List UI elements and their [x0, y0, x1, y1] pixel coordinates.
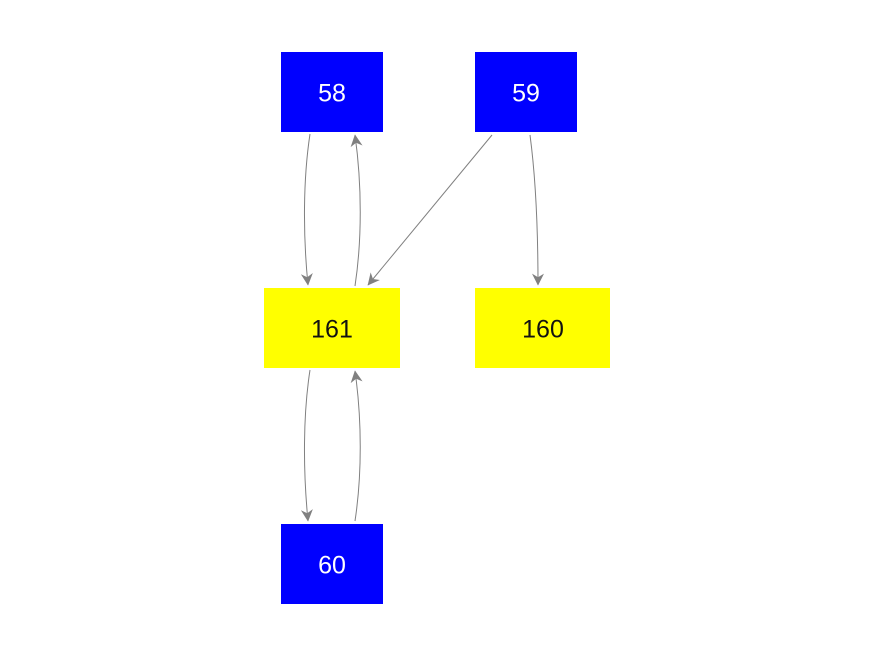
edge-161-to-60 [300, 369, 313, 522]
node-161[interactable]: 161 [264, 288, 400, 368]
node-161-box [264, 288, 400, 368]
node-60-label: 60 [318, 552, 346, 580]
node-160-box [475, 288, 610, 368]
edge-59-to-160 [529, 134, 544, 286]
node-58-box [281, 52, 383, 132]
edge-60-to-161 [350, 370, 363, 522]
node-58-label: 58 [318, 80, 346, 108]
edges [300, 133, 544, 522]
edge-58-to-161 [300, 133, 313, 286]
node-59-label: 59 [512, 80, 540, 108]
edge-161-to-58 [350, 134, 363, 287]
node-60[interactable]: 60 [281, 524, 383, 604]
node-58[interactable]: 58 [281, 52, 383, 132]
node-160-label: 160 [522, 316, 564, 344]
edge-59-to-161 [367, 134, 493, 286]
node-160[interactable]: 160 [475, 288, 610, 368]
node-60-box [281, 524, 383, 604]
node-59[interactable]: 59 [475, 52, 577, 132]
node-59-box [475, 52, 577, 132]
node-161-label: 161 [311, 316, 353, 344]
